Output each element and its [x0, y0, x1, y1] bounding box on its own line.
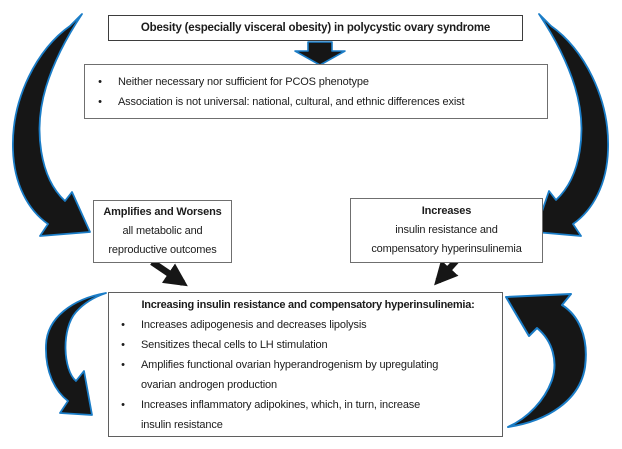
bullet-icon: • [121, 339, 125, 351]
info-bullet-1: Neither necessary nor sufficient for PCO… [118, 76, 369, 88]
amplifies-heading: Amplifies and Worsens [103, 206, 222, 218]
list-item: • Association is not universal: national… [95, 92, 543, 112]
title-text: Obesity (especially visceral obesity) in… [140, 22, 491, 34]
mechanism-bullet-3: Amplifies functional ovarian hyperandrog… [141, 359, 439, 391]
down-arrow-icon [294, 41, 346, 66]
mechanism-bullet-1: Increases adipogenesis and decreases lip… [141, 319, 367, 331]
bullet-icon: • [121, 399, 125, 411]
increases-line-1: insulin resistance and [395, 224, 498, 236]
bullet-icon: • [121, 359, 125, 371]
bullet-icon: • [121, 319, 125, 331]
list-item: • Neither necessary nor sufficient for P… [95, 72, 543, 92]
cycle-arrow-right-icon [505, 293, 587, 428]
curved-arrow-right-icon [534, 13, 609, 237]
amplifies-line-2: reproductive outcomes [108, 244, 217, 256]
mechanism-bullet-list: • Increases adipogenesis and decreases l… [118, 315, 498, 435]
bullet-icon: • [98, 96, 102, 108]
diagonal-arrow-right-icon [434, 258, 459, 286]
diagonal-arrow-left-icon [150, 259, 188, 287]
mechanism-bullet-4: Increases inflammatory adipokines, which… [141, 399, 421, 431]
list-item: • Sensitizes thecal cells to LH stimulat… [118, 335, 498, 355]
curved-arrow-left-icon [12, 13, 91, 237]
amplifies-box: Amplifies and Worsens all metabolic and … [93, 200, 232, 263]
bullet-icon: • [98, 76, 102, 88]
amplifies-line-1: all metabolic and [122, 225, 203, 237]
cycle-arrow-left-icon [45, 292, 107, 416]
mechanism-box: Increasing insulin resistance and compen… [108, 292, 503, 437]
increases-line-2: compensatory hyperinsulinemia [371, 243, 522, 255]
list-item: • Increases adipogenesis and decreases l… [118, 315, 498, 335]
info-bullet-list: • Neither necessary nor sufficient for P… [95, 72, 543, 112]
mechanism-bullet-2: Sensitizes thecal cells to LH stimulatio… [141, 339, 328, 351]
mechanism-heading: Increasing insulin resistance and compen… [141, 299, 475, 311]
increases-box: Increases insulin resistance and compens… [350, 198, 543, 263]
title-box: Obesity (especially visceral obesity) in… [108, 15, 523, 41]
info-bullet-2: Association is not universal: national, … [118, 96, 465, 108]
increases-heading: Increases [421, 205, 472, 217]
list-item: • Amplifies functional ovarian hyperandr… [118, 355, 498, 395]
list-item: • Increases inflammatory adipokines, whi… [118, 395, 498, 435]
info-box: • Neither necessary nor sufficient for P… [84, 64, 548, 119]
